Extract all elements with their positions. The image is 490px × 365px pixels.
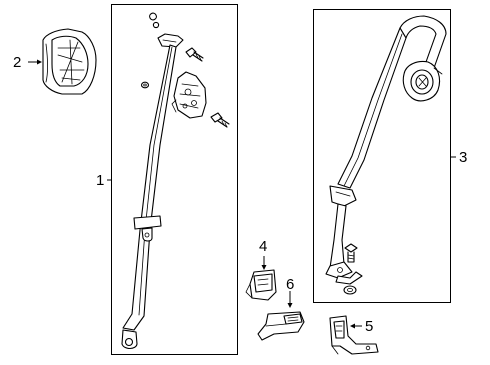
belt-guide-icon bbox=[245, 269, 277, 301]
front-belt-retractor-icon bbox=[121, 12, 207, 350]
buckle-bezel-icon bbox=[257, 311, 305, 341]
callout-4: 4 bbox=[259, 238, 268, 255]
leader-lines bbox=[28, 59, 456, 329]
callout-6: 6 bbox=[286, 276, 295, 293]
retractor-cover-icon bbox=[42, 28, 97, 95]
callout-3: 3 bbox=[459, 149, 468, 166]
frame-assembly-3 bbox=[313, 9, 451, 303]
callout-2: 2 bbox=[13, 54, 22, 71]
bolt-icon bbox=[185, 47, 230, 128]
anchor-bracket-icon bbox=[329, 315, 379, 355]
callout-5: 5 bbox=[365, 318, 374, 335]
rear-belt-retractor-icon bbox=[325, 15, 447, 295]
callout-1: 1 bbox=[96, 172, 105, 189]
frame-assembly-1 bbox=[111, 4, 238, 355]
